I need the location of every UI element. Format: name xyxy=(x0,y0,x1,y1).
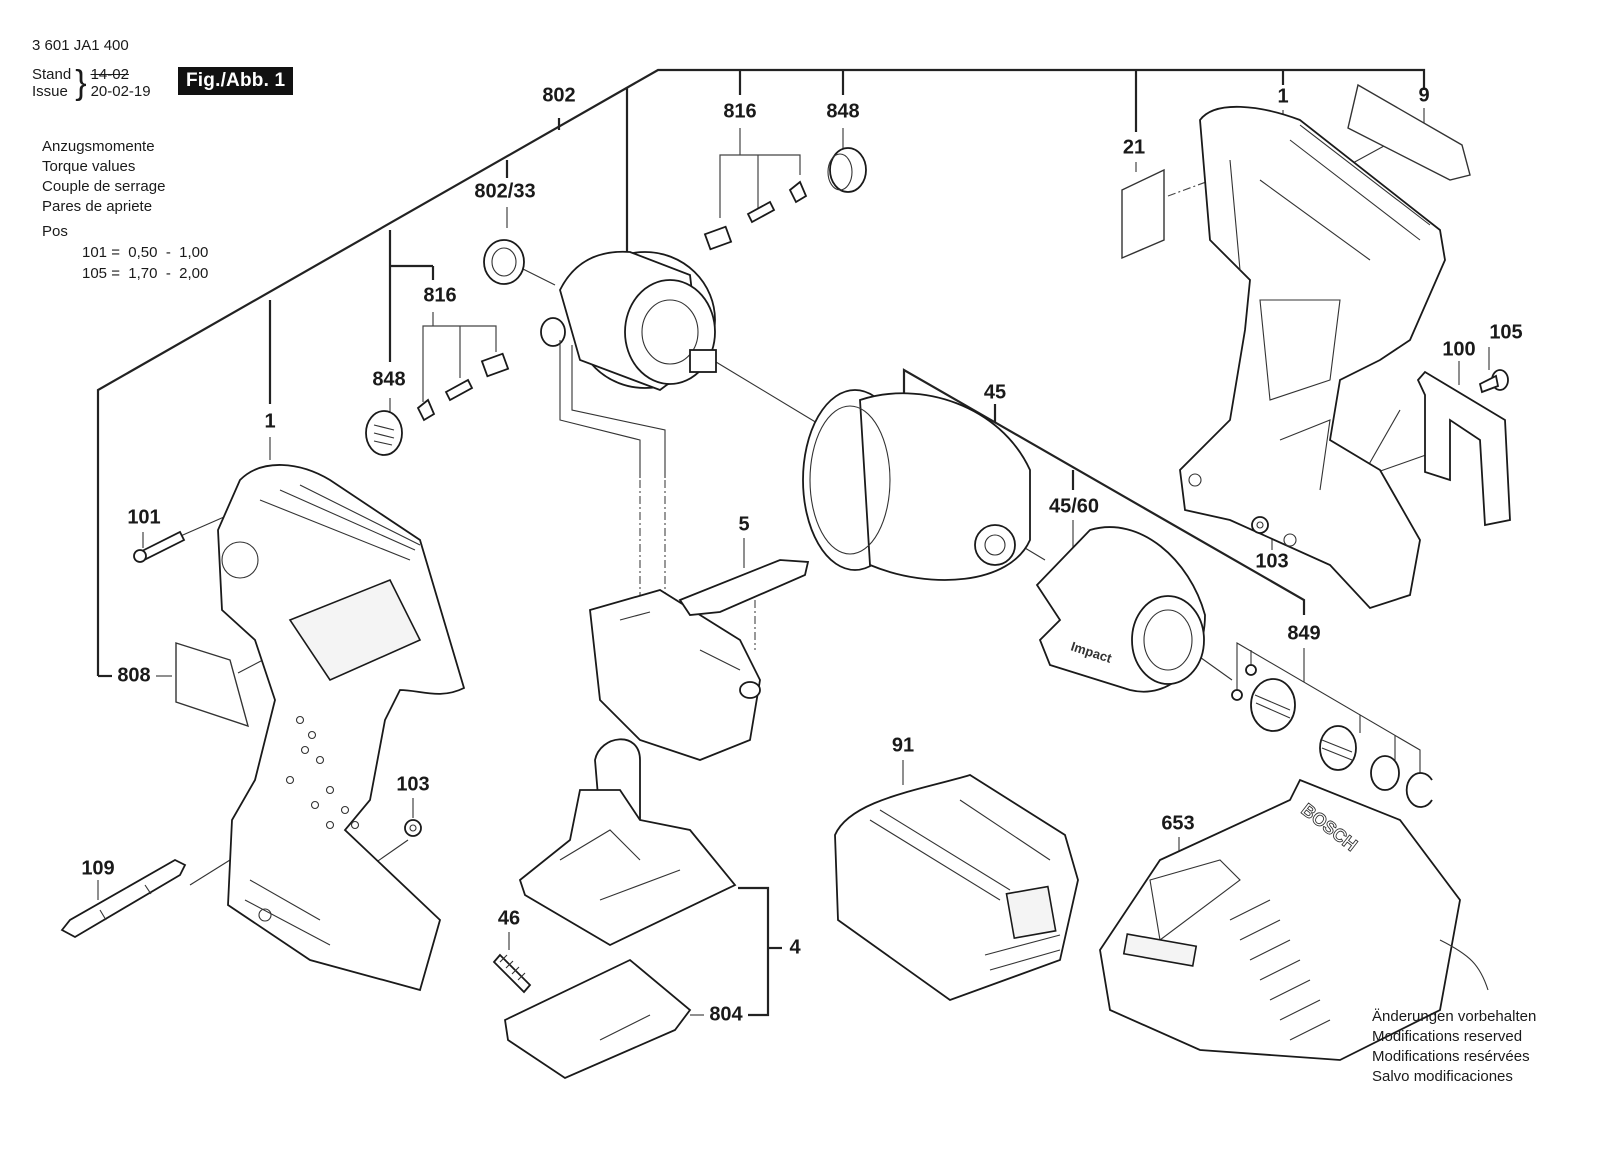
callout-100[interactable]: 100 xyxy=(1442,338,1476,361)
part-contact-plate-804[interactable] xyxy=(504,958,692,1080)
modifications-disclaimer: Änderungen vorbehalten Modifications res… xyxy=(1372,1007,1536,1087)
stand-old-value: 14-02 xyxy=(90,66,129,83)
disclaimer-en: Modifications reserved xyxy=(1372,1028,1523,1045)
pos-heading: Pos xyxy=(42,223,68,240)
part-cover-45-60[interactable]: Impact xyxy=(1035,526,1206,693)
callout-101[interactable]: 101 xyxy=(127,506,161,529)
part-tool-housing-left[interactable] xyxy=(217,464,466,992)
torque-heading-en: Torque values xyxy=(42,158,136,175)
part-label-21[interactable] xyxy=(1121,168,1165,260)
callout-109[interactable]: 109 xyxy=(81,857,115,880)
part-spring-46[interactable] xyxy=(492,953,532,994)
part-switch-cover-5[interactable] xyxy=(678,559,810,616)
torque-values-block: Anzugsmomente Torque values Couple de se… xyxy=(42,137,208,284)
callout-802[interactable]: 802 xyxy=(542,84,576,107)
callout-653[interactable]: 653 xyxy=(1161,812,1195,835)
part-charger-653[interactable]: BOSCH xyxy=(1099,778,1489,1061)
torque-row-101: 101 = 0,50 - 1,00 xyxy=(82,244,209,261)
callout-21[interactable]: 21 xyxy=(1122,136,1146,159)
part-label-9[interactable] xyxy=(1347,83,1471,181)
part-nut-103-right[interactable] xyxy=(1251,516,1269,534)
part-brush-set-left[interactable] xyxy=(416,352,510,422)
callout-5[interactable]: 5 xyxy=(738,513,750,536)
callout-45-60[interactable]: 45/60 xyxy=(1048,495,1100,518)
part-battery-91[interactable] xyxy=(834,774,1079,1002)
callout-1-left[interactable]: 1 xyxy=(264,410,276,433)
grip-dots xyxy=(285,715,360,830)
part-cap-848-left[interactable] xyxy=(365,410,403,456)
callout-804[interactable]: 804 xyxy=(709,1003,743,1026)
disclaimer-de: Änderungen vorbehalten xyxy=(1372,1008,1537,1025)
part-motor[interactable] xyxy=(540,250,717,478)
callout-4[interactable]: 4 xyxy=(789,936,801,959)
callout-816-left[interactable]: 816 xyxy=(423,284,457,307)
callout-848-left[interactable]: 848 xyxy=(372,368,406,391)
torque-heading-fr: Couple de serrage xyxy=(42,178,166,195)
callout-103-right[interactable]: 103 xyxy=(1255,550,1289,573)
part-screw-105[interactable] xyxy=(1478,369,1509,394)
callout-91[interactable]: 91 xyxy=(891,734,915,757)
callout-1-right[interactable]: 1 xyxy=(1277,85,1289,108)
callout-46[interactable]: 46 xyxy=(497,907,521,930)
stand-label: Stand xyxy=(32,66,72,83)
callout-105[interactable]: 105 xyxy=(1489,321,1523,344)
part-o-ring-802-33[interactable] xyxy=(483,239,525,285)
figure-badge: Fig./Abb. 1 xyxy=(178,67,294,95)
callout-808[interactable]: 808 xyxy=(117,664,151,687)
callout-802-33[interactable]: 802/33 xyxy=(474,180,536,203)
part-switch-assembly[interactable] xyxy=(589,589,761,821)
callout-103-left[interactable]: 103 xyxy=(396,773,430,796)
part-bit-109[interactable] xyxy=(60,858,187,939)
callout-849[interactable]: 849 xyxy=(1287,622,1321,645)
disclaimer-es: Salvo modificaciones xyxy=(1372,1068,1513,1085)
revision-block: Stand Issue } 14-02 20-02-19 xyxy=(32,66,151,100)
part-cap-848-top[interactable] xyxy=(827,147,867,193)
torque-heading-es: Pares de apriete xyxy=(42,198,153,215)
torque-row-105: 105 = 1,70 - 2,00 xyxy=(82,265,209,282)
part-switch-base-4[interactable] xyxy=(518,789,737,947)
part-anvil-kit-849[interactable] xyxy=(1231,664,1433,808)
part-screw-101[interactable] xyxy=(133,530,186,563)
callout-848-top[interactable]: 848 xyxy=(826,100,860,123)
torque-heading-de: Anzugsmomente xyxy=(42,138,155,155)
callout-9[interactable]: 9 xyxy=(1418,84,1430,107)
part-label-808[interactable] xyxy=(175,642,250,728)
part-tool-housing-right[interactable] xyxy=(1179,105,1446,610)
part-gear-housing-45[interactable] xyxy=(802,389,1031,581)
issue-label: Issue xyxy=(32,83,68,100)
brace-icon: } xyxy=(75,64,87,102)
part-nut-103-left[interactable] xyxy=(404,819,422,837)
callout-816-top[interactable]: 816 xyxy=(723,100,757,123)
callout-45[interactable]: 45 xyxy=(983,381,1007,404)
part-clip-100[interactable] xyxy=(1416,370,1511,527)
document-number: 3 601 JA1 400 xyxy=(32,37,129,54)
disclaimer-fr: Modifications resérvées xyxy=(1372,1048,1530,1065)
part-brush-set-top[interactable] xyxy=(703,180,808,251)
issue-date: 20-02-19 xyxy=(90,83,151,100)
